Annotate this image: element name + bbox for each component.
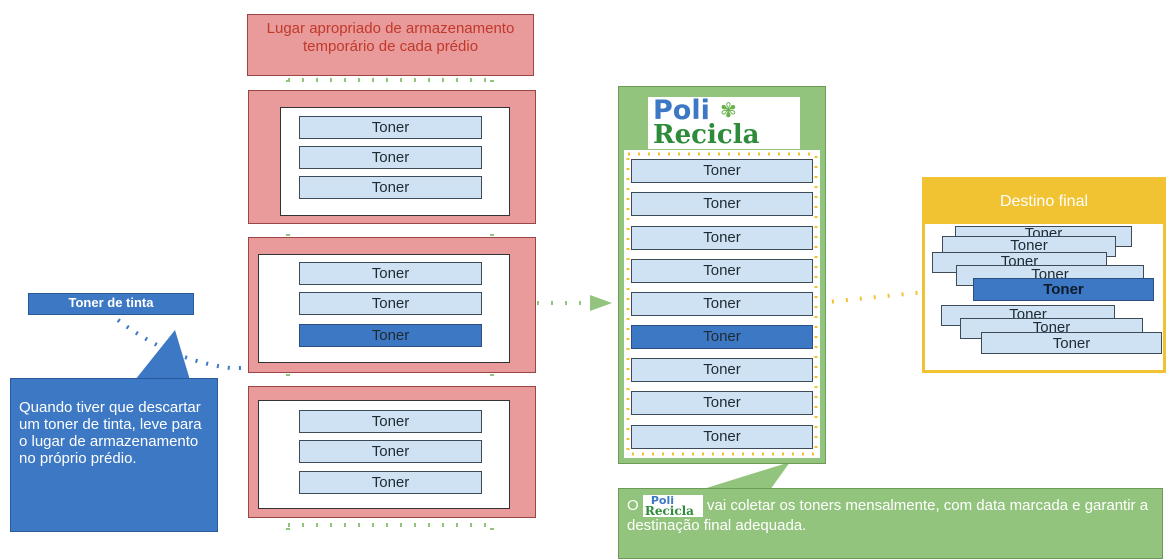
collection-callout-tail: [700, 462, 790, 490]
toner: Toner: [299, 176, 482, 199]
logo-poli-text: Poli: [653, 95, 710, 126]
instruction-callout: Quando tiver que descartar um toner de t…: [10, 378, 218, 532]
toner: Toner: [299, 146, 482, 169]
toner: Toner: [299, 410, 482, 433]
toner: Toner: [299, 116, 482, 139]
toner: Toner: [631, 358, 813, 382]
toner: Toner: [631, 425, 813, 449]
collection-note-callout: O Poli Recicla vai coletar os toners men…: [618, 488, 1163, 559]
polirecicla-dotted-border: [626, 152, 818, 456]
toner: Toner: [631, 226, 813, 250]
toner: Toner: [299, 262, 482, 285]
mini-logo-poli: Poli: [650, 494, 675, 507]
toner: Toner: [631, 159, 813, 183]
ink-toner-tag: Toner de tinta: [28, 293, 194, 315]
toner: Toner: [981, 332, 1162, 354]
mini-logo-recicla: Recicla: [644, 504, 694, 518]
toner-highlighted: Toner: [631, 325, 813, 349]
toner: Toner: [299, 471, 482, 494]
polirecicla-logo: Poli ✾ Recicla: [648, 97, 800, 149]
storage-header-note: Lugar apropriado de armazenamento tempor…: [247, 14, 534, 76]
toner: Toner: [299, 440, 482, 463]
toner-highlighted: Toner: [299, 324, 482, 347]
logo-recicla-text: Recicla: [653, 120, 760, 150]
toner-highlighted: Toner: [973, 278, 1154, 301]
final-destination-title: Destino final: [925, 180, 1163, 224]
toner: Toner: [631, 259, 813, 283]
toner: Toner: [631, 192, 813, 216]
green-arrow-head: [590, 295, 612, 311]
storage-header-text: Lugar apropriado de armazenamento tempor…: [266, 20, 515, 55]
logo-flower-icon: ✾: [720, 100, 737, 122]
toner: Toner: [299, 292, 482, 315]
toner: Toner: [942, 236, 1116, 257]
collection-note-text: vai coletar os toners mensalmente, com d…: [627, 496, 1149, 534]
collection-note-start: O: [627, 496, 639, 514]
instruction-text: Quando tiver que descartar um toner de t…: [19, 399, 202, 467]
toner: Toner: [631, 391, 813, 415]
toner: Toner: [631, 292, 813, 316]
polirecicla-mini-logo: Poli Recicla: [642, 494, 703, 518]
instruction-callout-tail: [135, 330, 190, 380]
